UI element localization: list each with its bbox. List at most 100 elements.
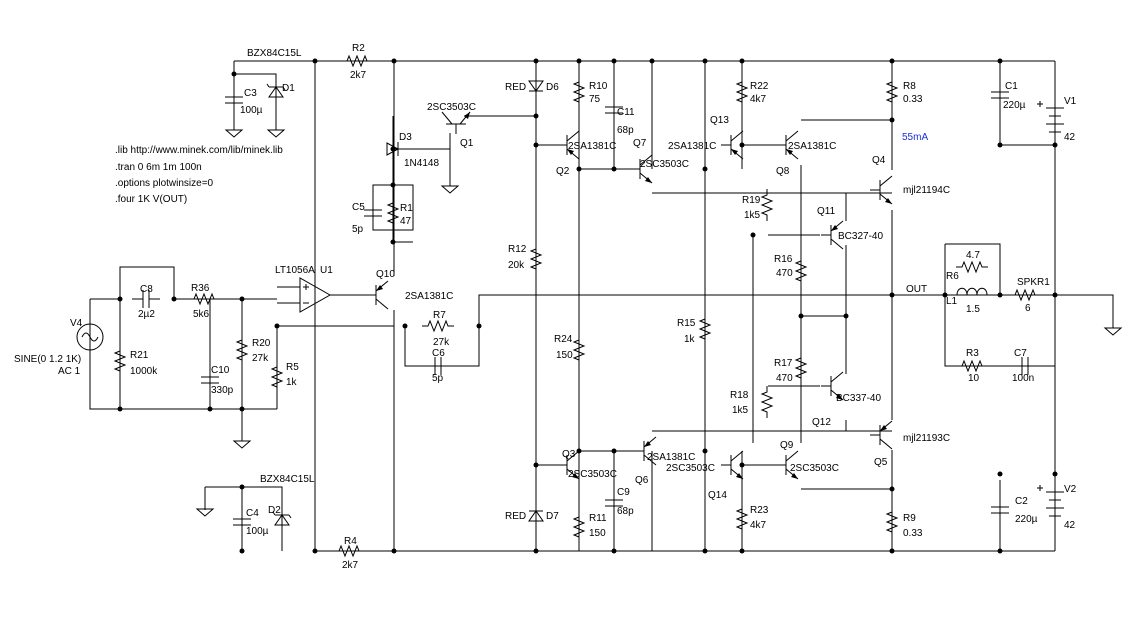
label-Q1-model: 2SC3503C (427, 102, 476, 113)
label-R3: R3 (966, 348, 979, 359)
label-C10: C10 (211, 365, 230, 376)
label-C1: C1 (1005, 81, 1018, 92)
label-R15: R15 (677, 318, 696, 329)
label-R8-value: 0.33 (903, 94, 923, 105)
label-R16-value: 470 (776, 268, 793, 279)
label-current-note: 55mA (902, 132, 928, 143)
label-R10-value: 75 (589, 94, 601, 105)
label-R11: R11 (589, 513, 607, 524)
label-C7-value: 100n (1012, 373, 1034, 384)
label-C5-value: 5p (352, 224, 364, 235)
opamp-U1 (277, 277, 332, 313)
inductor-L1 (945, 287, 1000, 296)
label-Q11-model: BC327-40 (838, 231, 883, 242)
label-D2-model: BZX84C15L (260, 474, 315, 485)
label-R19: R19 (742, 195, 761, 206)
label-R16: R16 (774, 254, 793, 265)
label-C3: C3 (244, 88, 257, 99)
diode-D3 (386, 142, 400, 156)
label-V1-value: 42 (1064, 132, 1076, 143)
label-net-out: OUT (906, 284, 927, 295)
label-D7-model: RED (505, 511, 526, 522)
ground-C3 (225, 123, 243, 138)
label-Q6-model: 2SA1381C (647, 452, 695, 463)
label-Q2-model: 2SA1381C (568, 141, 616, 152)
label-Q12-model: BC337-40 (836, 393, 881, 404)
label-C7: C7 (1014, 348, 1027, 359)
label-R1-value: 47 (400, 216, 412, 227)
battery-V2 (1037, 485, 1064, 517)
label-C11-value: 68p (617, 125, 634, 136)
directive-four: .four 1K V(OUT) (115, 194, 187, 205)
label-R10: R10 (589, 81, 608, 92)
label-R12-value: 20k (508, 260, 525, 271)
label-V1: V1 (1064, 96, 1077, 107)
label-Q5-model: mjl21193C (903, 433, 950, 444)
battery-V1 (1037, 101, 1064, 133)
label-Q4-model: mjl21194C (903, 185, 950, 196)
label-R21: R21 (130, 350, 149, 361)
label-Q4: Q4 (872, 155, 886, 166)
label-D7: D7 (546, 511, 559, 522)
label-R2: R2 (352, 43, 365, 54)
label-SPKR1: SPKR1 (1017, 277, 1050, 288)
label-D6: D6 (546, 82, 559, 93)
label-D1: D1 (282, 83, 295, 94)
label-R7-value: 27k (433, 337, 450, 348)
label-R9: R9 (903, 513, 916, 524)
label-R15-value: 1k (684, 334, 696, 345)
label-R21-value: 1000k (130, 366, 158, 377)
label-C10-value: 330p (211, 385, 234, 396)
labels: .lib http://www.minek.com/lib/minek.lib … (14, 43, 1077, 571)
label-Q8: Q8 (776, 166, 790, 177)
label-C3-value: 100µ (240, 105, 263, 116)
source-V4 (76, 299, 104, 409)
label-Q13-model: 2SA1381C (668, 141, 716, 152)
label-R1: R1 (400, 203, 413, 214)
directive-options: .options plotwinsize=0 (115, 178, 214, 189)
label-Q9: Q9 (780, 440, 794, 451)
label-V4-value: SINE(0 1.2 1K) (14, 354, 81, 365)
ground-Q1 (441, 179, 459, 194)
label-V4-ac: AC 1 (58, 366, 81, 377)
label-R6-value: 4.7 (966, 250, 980, 261)
label-Q10-model: 2SA1381C (405, 291, 453, 302)
components (76, 55, 1122, 557)
label-Q14: Q14 (708, 490, 727, 501)
label-C8-value: 2µ2 (138, 309, 155, 320)
label-SPKR1-value: 6 (1025, 303, 1031, 314)
label-D3-model: 1N4148 (404, 158, 439, 169)
transistor-Q5 (869, 420, 893, 450)
label-D3: D3 (399, 132, 412, 143)
label-L1-value: 1.5 (966, 304, 980, 315)
ground-output (1104, 321, 1122, 336)
label-Q10: Q10 (376, 269, 395, 280)
label-R20: R20 (252, 338, 271, 349)
label-C1-value: 220µ (1003, 100, 1026, 111)
label-D1-model: BZX84C15L (247, 48, 302, 59)
label-Q2: Q2 (556, 166, 570, 177)
junction-dots (117, 58, 1058, 554)
label-R22: R22 (750, 81, 769, 92)
resistor-R6 (955, 261, 989, 273)
label-C5: C5 (352, 202, 365, 213)
label-R19-value: 1k5 (744, 210, 761, 221)
resistor-R19 (761, 188, 773, 222)
label-C2-value: 220µ (1015, 514, 1038, 525)
label-opamp-model: LT1056A (275, 265, 315, 276)
label-C11: C11 (617, 107, 635, 118)
directive-tran: .tran 0 6m 1m 100n (115, 162, 202, 173)
label-R6: R6 (946, 271, 959, 282)
label-R20-value: 27k (252, 353, 269, 364)
label-R18-value: 1k5 (732, 405, 749, 416)
label-R5-value: 1k (286, 377, 298, 388)
label-R5: R5 (286, 362, 299, 373)
label-R18: R18 (730, 390, 749, 401)
label-opamp-ref: U1 (320, 265, 333, 276)
ground-input (233, 434, 251, 449)
directive-lib: .lib http://www.minek.com/lib/minek.lib (115, 145, 283, 156)
label-R4-value: 2k7 (342, 560, 359, 571)
label-C8: C8 (140, 284, 153, 295)
label-V4: V4 (70, 318, 83, 329)
